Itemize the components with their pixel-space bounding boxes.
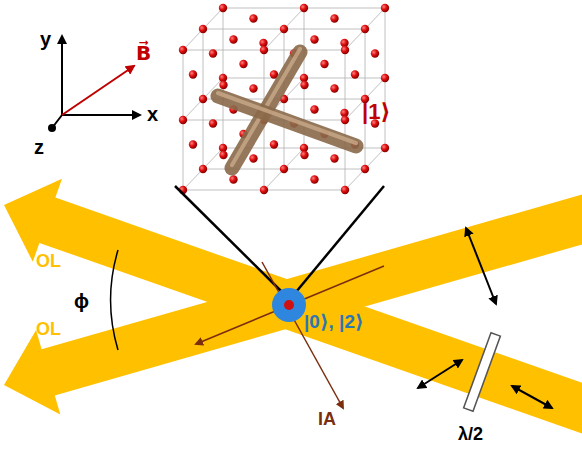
state-label: |0⟩, |2⟩ [304, 312, 364, 333]
lattice-atom [300, 81, 308, 89]
axis-label: z [34, 136, 44, 158]
state-label: |1⟩ [362, 100, 390, 124]
lattice-atom [189, 140, 197, 148]
laser-beam [4, 177, 582, 415]
lattice-atom [260, 46, 268, 54]
lattice-atom [341, 116, 349, 124]
atom-tube [218, 96, 356, 146]
field-label: B⃗ [136, 42, 151, 64]
lattice-atom [300, 4, 308, 12]
waveplate [464, 333, 501, 412]
lattice-atom [341, 186, 349, 194]
view-line [175, 186, 282, 292]
lattice-atom [381, 144, 389, 152]
lattice-line [345, 8, 385, 50]
lattice-atom [330, 14, 338, 22]
lattice-atom [229, 175, 237, 183]
lattice-atom [249, 84, 257, 92]
angle-arc [111, 250, 118, 350]
beam-label: OL [36, 252, 61, 272]
lattice-atom [351, 70, 359, 78]
lattice-atom [320, 60, 328, 68]
lattice-atom [249, 14, 257, 22]
lattice-atom [341, 46, 349, 54]
lattice-atom [189, 70, 197, 78]
axis-label: y [40, 28, 51, 50]
lattice-atom [381, 74, 389, 82]
lattice-atom [330, 84, 338, 92]
lattice-atom [179, 46, 187, 54]
lattice-atom [199, 95, 207, 103]
view-line [296, 186, 384, 292]
lattice-atom [249, 154, 257, 162]
lattice-atom [239, 60, 247, 68]
lattice-atom [280, 165, 288, 173]
lattice-cube [179, 4, 389, 194]
lattice-atom [310, 105, 318, 113]
lattice-atom [219, 4, 227, 12]
atom-cloud [272, 288, 306, 322]
lattice-atom [219, 151, 227, 159]
lattice-atom [219, 81, 227, 89]
lattice-atom [229, 35, 237, 43]
polarization-arrows [418, 228, 552, 408]
lattice-atom [361, 165, 369, 173]
lattice-atom [310, 175, 318, 183]
lattice-atom [330, 154, 338, 162]
lattice-atom [209, 119, 217, 127]
interaction-axes [196, 262, 384, 408]
lattice-atom [280, 25, 288, 33]
lattice-atom [300, 151, 308, 159]
lattice-atom [310, 35, 318, 43]
lattice-atom [199, 165, 207, 173]
lattice-atom [179, 116, 187, 124]
lattice-atom [361, 25, 369, 33]
lattice-atom [270, 140, 278, 148]
lattice-atom [199, 25, 207, 33]
lattice-atom [381, 4, 389, 12]
lattice-atom [209, 49, 217, 57]
axis-label: x [147, 103, 158, 125]
waveplate-label: λ/2 [458, 425, 483, 445]
angle-label: ϕ [74, 290, 89, 312]
lattice-atom [371, 49, 379, 57]
beam-label: OL [36, 320, 61, 340]
axes [48, 36, 140, 132]
atom-dot [284, 300, 294, 310]
axis-label: IA [318, 410, 336, 430]
lattice-atom [260, 186, 268, 194]
tube-highlight [218, 93, 356, 143]
lattice-beams [4, 177, 582, 454]
